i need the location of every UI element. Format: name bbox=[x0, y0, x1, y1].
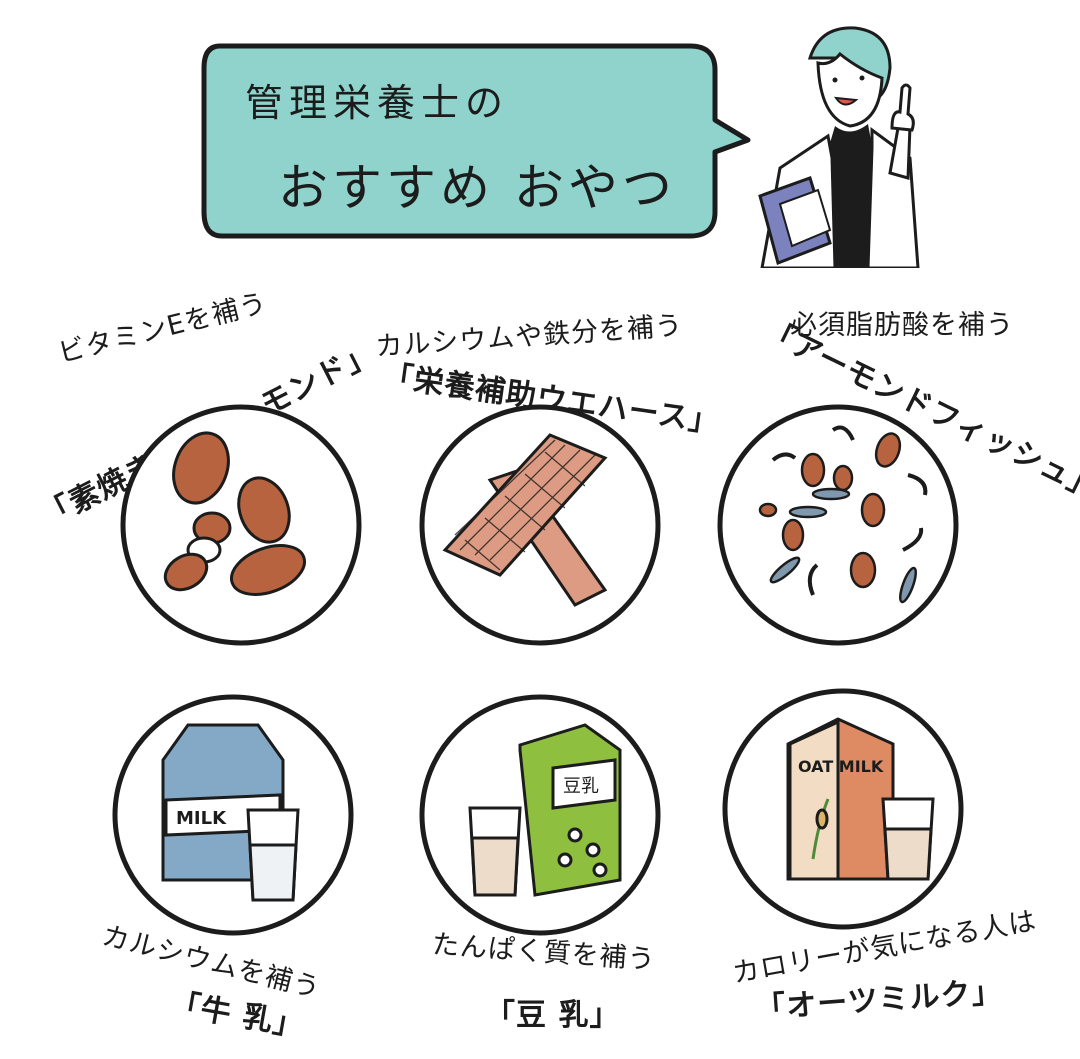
milk-circle: MILK bbox=[108, 690, 358, 940]
item-5-name: 「豆 乳」 bbox=[485, 998, 621, 1033]
oat-milk-label: OAT MILK bbox=[798, 757, 884, 776]
item-3-benefit: 必須脂肪酸を補う bbox=[790, 310, 1014, 341]
soy-milk-label: 豆乳 bbox=[563, 776, 599, 797]
soy-milk-carton-icon: 豆乳 bbox=[468, 723, 622, 897]
item-1-benefit: ビタミンEを補う bbox=[55, 287, 271, 370]
almonds-circle bbox=[116, 400, 366, 650]
almond-fish-circle bbox=[713, 400, 963, 650]
oat-milk-carton-icon: OAT MILK bbox=[786, 717, 935, 881]
milk-label: MILK bbox=[176, 808, 227, 829]
bubble-title-line1: 管理栄養士の bbox=[245, 81, 510, 125]
bubble-title-line2: おすすめ おやつ bbox=[278, 159, 676, 217]
wafers-circle bbox=[415, 400, 665, 650]
soy-milk-circle: 豆乳 bbox=[415, 690, 665, 940]
speech-bubble: 管理栄養士の おすすめ おやつ bbox=[200, 40, 751, 240]
milk-carton-icon: MILK bbox=[161, 723, 300, 902]
almonds-icon bbox=[163, 431, 306, 596]
oat-milk-circle: OAT MILK bbox=[718, 684, 968, 934]
wafers-icon bbox=[442, 433, 608, 607]
nutritionist-illustration bbox=[740, 18, 920, 268]
almond-fish-icon bbox=[758, 425, 928, 604]
